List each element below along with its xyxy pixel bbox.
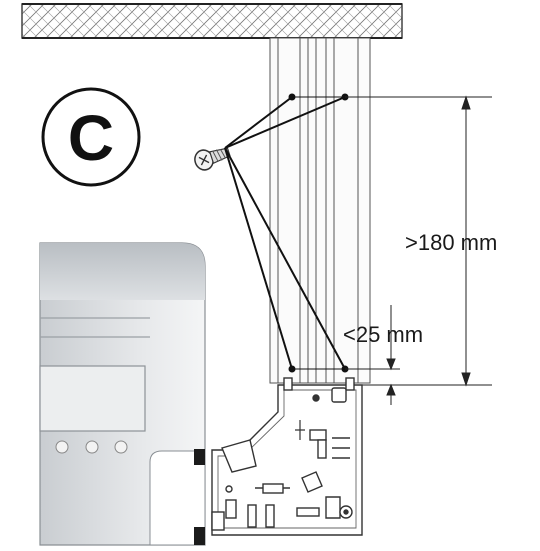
fixing-points — [288, 93, 349, 373]
device-display — [39, 365, 146, 432]
device-button-1 — [55, 440, 69, 454]
dimension-lines — [345, 95, 492, 405]
vertical-rail — [269, 37, 371, 384]
step-letter: C — [68, 102, 114, 174]
mounting-bracket — [211, 377, 363, 536]
screw-guide-lines — [224, 96, 346, 370]
ceiling-hatch — [21, 3, 403, 39]
device-button-2 — [85, 440, 99, 454]
indoor-unit — [39, 242, 206, 546]
dimension-spacing-label: >180 mm — [405, 230, 497, 255]
device-button-3 — [114, 440, 128, 454]
step-badge: C — [41, 87, 141, 187]
dimension-offset-label: <25 mm — [343, 322, 423, 347]
